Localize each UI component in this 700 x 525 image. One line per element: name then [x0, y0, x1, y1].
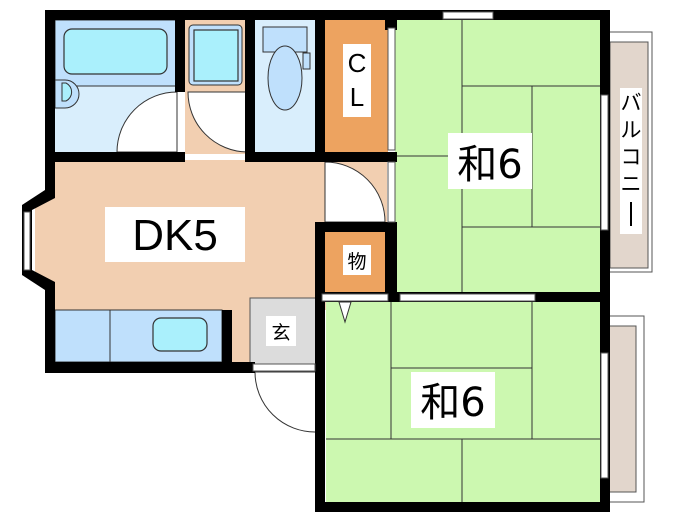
bay-window-floor [35, 190, 55, 290]
windows[interactable] [23, 11, 609, 479]
room-label-washitsu-upper: 和6 [457, 142, 522, 188]
kitchen-sink [152, 317, 208, 352]
storage-label: 物 [347, 251, 366, 273]
balcony-upper [607, 31, 653, 273]
svg-text:バ: バ [621, 91, 642, 115]
door-swings [116, 91, 386, 433]
balcony-label: バ ル コ ニ [621, 91, 642, 226]
toilet-icon [262, 26, 311, 111]
washbasin-icon [188, 24, 243, 86]
closet-label-c: C [348, 48, 367, 78]
svg-text:ニ: ニ [621, 172, 642, 196]
bathtub-icon [54, 19, 178, 109]
svg-text:ル: ル [621, 118, 642, 142]
room-label-dk: DK5 [132, 211, 218, 260]
entrance-label: 玄 [271, 322, 290, 344]
balcony-lower [607, 315, 645, 503]
closet-label-l: L [350, 82, 364, 112]
room-label-washitsu-lower: 和6 [420, 380, 485, 426]
svg-text:コ: コ [621, 145, 642, 169]
